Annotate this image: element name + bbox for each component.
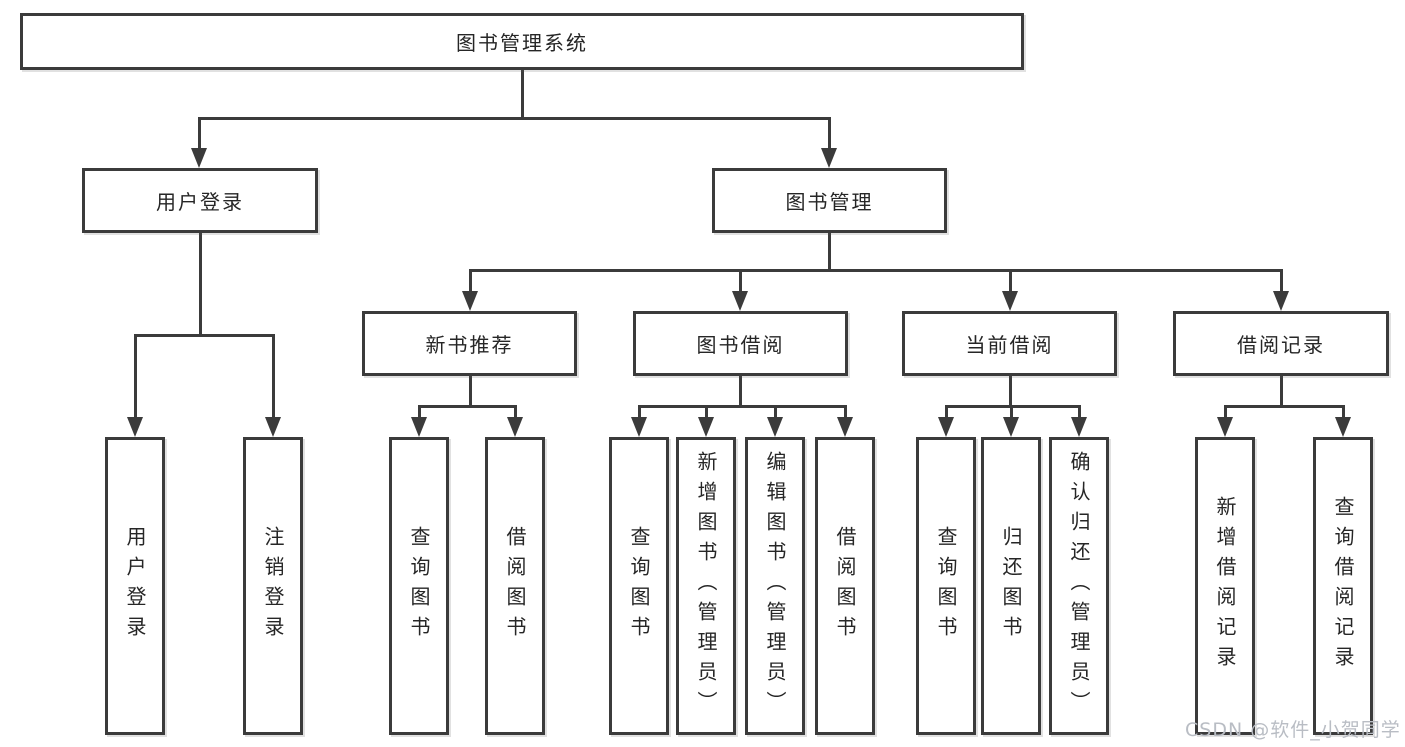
leaf-cb-return-books: 归还图书: [981, 437, 1041, 735]
connector-br-leaf2: [1341, 404, 1345, 419]
leaf-cb-return-books-label: 归还图书: [999, 526, 1023, 646]
connector-nb-leaf2: [513, 404, 517, 419]
leaf-nb-query-books-label: 查询图书: [407, 526, 431, 646]
arrowhead-new-book: [462, 291, 478, 311]
arrowhead-bb-leaf3: [767, 417, 783, 437]
leaf-cb-confirm-return-admin-label: 确认归还（管理员）: [1067, 451, 1091, 721]
connector-to-book-borrow: [738, 268, 742, 293]
connector-new-book-stub: [468, 376, 472, 408]
csdn-watermark: CSDN @软件_小贺同学: [1185, 719, 1401, 741]
arrowhead-cb-leaf3: [1071, 417, 1087, 437]
arrowhead-bb-leaf2: [698, 417, 714, 437]
connector-to-leaf-login: [133, 333, 137, 419]
arrowhead-borrow-records: [1273, 291, 1289, 311]
connector-book-mgmt-distributor: [468, 268, 1283, 272]
arrowhead-book-borrow: [732, 291, 748, 311]
connector-borrow-records-distributor: [1223, 404, 1345, 408]
connector-cb-leaf3: [1077, 404, 1081, 419]
leaf-bb-add-books-admin: 新增图书（管理员）: [676, 437, 736, 735]
node-current-borrow-label: 当前借阅: [965, 333, 1054, 357]
arrowhead-nb-leaf1: [411, 417, 427, 437]
leaf-bb-edit-books-admin: 编辑图书（管理员）: [745, 437, 805, 735]
connector-bb-leaf3: [773, 404, 777, 419]
leaf-nb-query-books: 查询图书: [389, 437, 449, 735]
connector-current-borrow-distributor: [944, 404, 1081, 408]
arrowhead-br-leaf1: [1217, 417, 1233, 437]
leaf-nb-borrow-books: 借阅图书: [485, 437, 545, 735]
leaf-bb-query-books-label: 查询图书: [627, 526, 651, 646]
connector-br-leaf1: [1223, 404, 1227, 419]
node-book-management-label: 图书管理: [785, 190, 874, 214]
arrowhead-leaf-logout: [265, 417, 281, 437]
node-borrow-records-label: 借阅记录: [1237, 333, 1325, 357]
node-user-login: 用户登录: [82, 168, 318, 233]
node-new-book-recommend-label: 新书推荐: [425, 333, 514, 357]
leaf-bb-query-books: 查询图书: [609, 437, 669, 735]
leaf-user-login: 用户登录: [105, 437, 165, 735]
leaf-bb-add-books-admin-label: 新增图书（管理员）: [694, 451, 718, 721]
connector-to-borrow-records: [1279, 268, 1283, 293]
connector-borrow-records-stub: [1279, 376, 1283, 408]
leaf-logout-label: 注销登录: [261, 526, 285, 646]
arrowhead-user-login: [191, 148, 207, 168]
connector-book-mgmt-stub: [827, 233, 831, 272]
connector-current-borrow-stub: [1008, 376, 1012, 408]
leaf-br-add-record-label: 新增借阅记录: [1213, 496, 1237, 676]
leaf-user-login-label: 用户登录: [123, 526, 147, 646]
leaf-bb-edit-books-admin-label: 编辑图书（管理员）: [763, 451, 787, 721]
connector-cb-leaf1: [944, 404, 948, 419]
node-book-management: 图书管理: [712, 168, 947, 233]
leaf-cb-query-books-label: 查询图书: [934, 526, 958, 646]
node-current-borrow: 当前借阅: [902, 311, 1117, 376]
connector-to-book-mgmt: [827, 116, 831, 150]
connector-cb-leaf2: [1009, 404, 1013, 419]
connector-to-current-borrow: [1008, 268, 1012, 293]
connector-user-login-distributor: [133, 333, 275, 337]
arrowhead-bb-leaf1: [631, 417, 647, 437]
arrowhead-cb-leaf1: [938, 417, 954, 437]
node-root-label: 图书管理系统: [456, 31, 588, 55]
node-borrow-records: 借阅记录: [1173, 311, 1389, 376]
leaf-cb-confirm-return-admin: 确认归还（管理员）: [1049, 437, 1109, 735]
arrowhead-nb-leaf2: [507, 417, 523, 437]
leaf-logout: 注销登录: [243, 437, 303, 735]
arrowhead-bb-leaf4: [837, 417, 853, 437]
connector-root-distributor: [197, 116, 831, 120]
connector-book-borrow-stub: [738, 376, 742, 408]
node-new-book-recommend: 新书推荐: [362, 311, 577, 376]
leaf-nb-borrow-books-label: 借阅图书: [503, 526, 527, 646]
leaf-br-add-record: 新增借阅记录: [1195, 437, 1255, 735]
connector-bb-leaf1: [637, 404, 641, 419]
connector-book-borrow-distributor: [637, 404, 847, 408]
node-book-borrow-label: 图书借阅: [696, 333, 785, 357]
connector-bb-leaf2: [704, 404, 708, 419]
leaf-bb-borrow-books-label: 借阅图书: [833, 526, 857, 646]
leaf-br-query-record-label: 查询借阅记录: [1331, 496, 1355, 676]
leaf-cb-query-books: 查询图书: [916, 437, 976, 735]
connector-to-user-login: [197, 116, 201, 150]
node-user-login-label: 用户登录: [156, 190, 244, 214]
arrowhead-cb-leaf2: [1003, 417, 1019, 437]
connector-user-login-stub: [198, 233, 202, 337]
arrowhead-leaf-login: [127, 417, 143, 437]
arrowhead-current-borrow: [1002, 291, 1018, 311]
leaf-bb-borrow-books: 借阅图书: [815, 437, 875, 735]
connector-to-leaf-logout: [271, 333, 275, 419]
node-book-borrow: 图书借阅: [633, 311, 848, 376]
connector-to-new-book: [468, 268, 472, 293]
connector-nb-leaf1: [417, 404, 421, 419]
arrowhead-book-mgmt: [821, 148, 837, 168]
leaf-br-query-record: 查询借阅记录: [1313, 437, 1373, 735]
connector-root-stub: [520, 69, 524, 118]
node-root: 图书管理系统: [20, 13, 1024, 70]
connector-new-book-distributor: [417, 404, 517, 408]
arrowhead-br-leaf2: [1335, 417, 1351, 437]
connector-bb-leaf4: [843, 404, 847, 419]
